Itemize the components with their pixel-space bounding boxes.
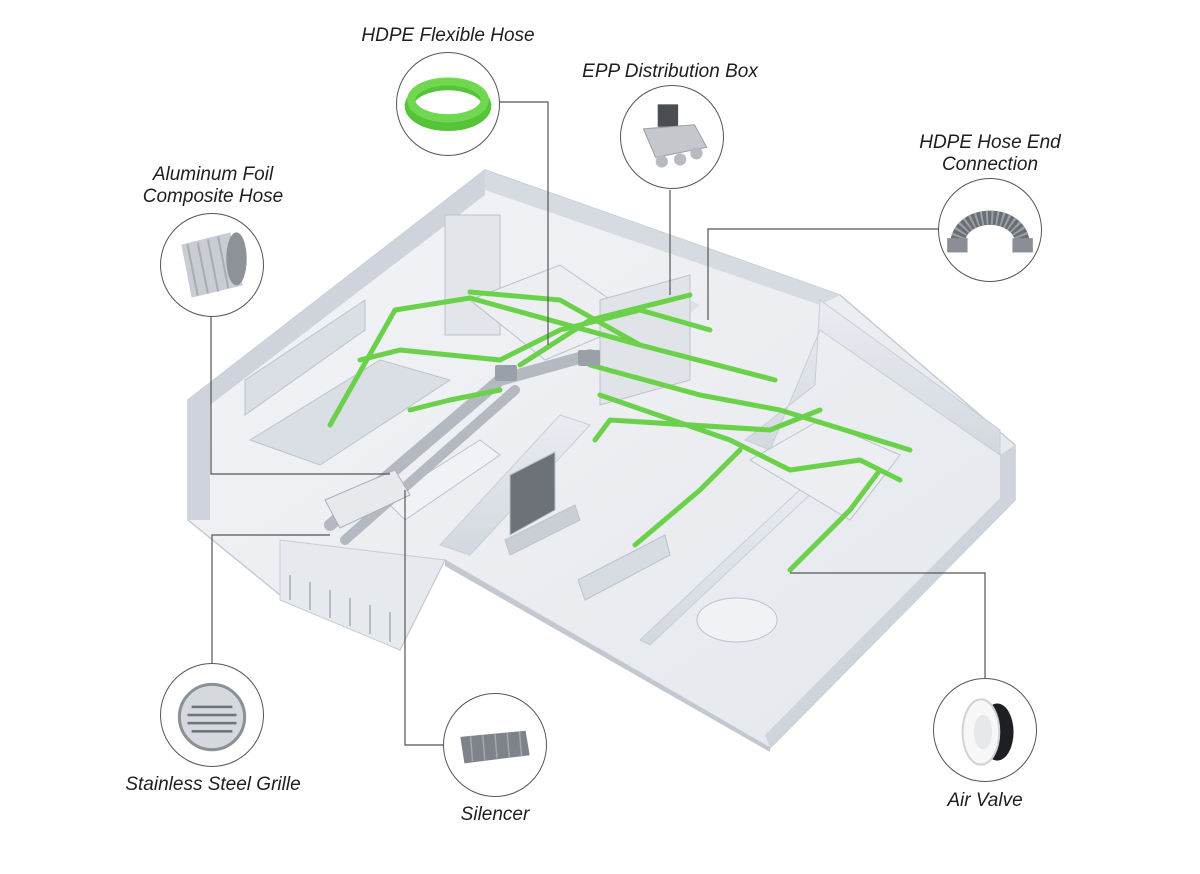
branch-duct xyxy=(592,407,823,443)
label-line: HDPE Flexible Hose xyxy=(361,25,535,46)
label-line: Air Valve xyxy=(947,790,1023,811)
aluminum-foil-composite-hose-callout xyxy=(160,213,264,317)
branch-duct xyxy=(787,467,883,573)
branch-duct xyxy=(587,362,913,453)
epp-distribution-box-callout xyxy=(620,85,724,189)
distribution-boxes xyxy=(495,350,600,381)
branch-duct xyxy=(327,295,778,428)
silencer-callout xyxy=(443,693,547,797)
label-line: Silencer xyxy=(460,804,530,825)
leader-lines xyxy=(210,101,986,746)
furniture xyxy=(244,214,901,643)
leader-line xyxy=(210,316,390,475)
label-line: Composite Hose xyxy=(142,186,284,207)
label-line: Connection xyxy=(941,154,1039,175)
stainless-steel-grille-callout xyxy=(160,663,264,767)
epp-distribution-box-label: EPP Distribution Box xyxy=(560,61,780,83)
hdpe-hose-end-connection-label: HDPE Hose End Connection xyxy=(895,132,1085,176)
hdpe-hose-end-connection-callout xyxy=(938,178,1042,282)
label-line: Aluminum Foil xyxy=(152,164,274,185)
stainless-steel-grille-label: Stainless Steel Grille xyxy=(108,774,318,796)
distribution-box-icon xyxy=(642,104,708,168)
label-line: HDPE Hose End xyxy=(919,132,1061,153)
air-valve-label: Air Valve xyxy=(920,790,1050,812)
branch-duct xyxy=(357,307,713,363)
foil-duct-icon xyxy=(181,232,247,298)
vent-grille-icon xyxy=(177,682,247,752)
leader-line xyxy=(211,534,330,663)
leader-line xyxy=(707,228,939,320)
hdpe-flexible-hose-callout xyxy=(396,52,500,156)
label-line: EPP Distribution Box xyxy=(582,61,758,82)
silencer-tube-icon xyxy=(460,730,530,764)
branch-duct xyxy=(632,447,743,548)
air-valve-icon xyxy=(961,698,1014,766)
corrugated-hose-connector-icon xyxy=(947,210,1033,253)
branch-duct xyxy=(407,387,503,413)
silencer-label: Silencer xyxy=(430,804,560,826)
aluminum-foil-composite-hose-label: Aluminum Foil Composite Hose xyxy=(120,164,306,208)
hdpe-flexible-hose-label: HDPE Flexible Hose xyxy=(340,25,556,47)
branch-duct xyxy=(517,292,693,368)
green-coiled-hose-icon xyxy=(404,77,492,132)
leader-line xyxy=(404,490,445,746)
ventilation-unit xyxy=(324,469,411,529)
green-branch-ducts xyxy=(327,289,913,573)
leader-line xyxy=(790,572,986,680)
label-line: Stainless Steel Grille xyxy=(125,774,301,795)
branch-duct xyxy=(467,289,643,348)
air-valve-callout xyxy=(933,678,1037,782)
leader-line xyxy=(495,101,549,345)
